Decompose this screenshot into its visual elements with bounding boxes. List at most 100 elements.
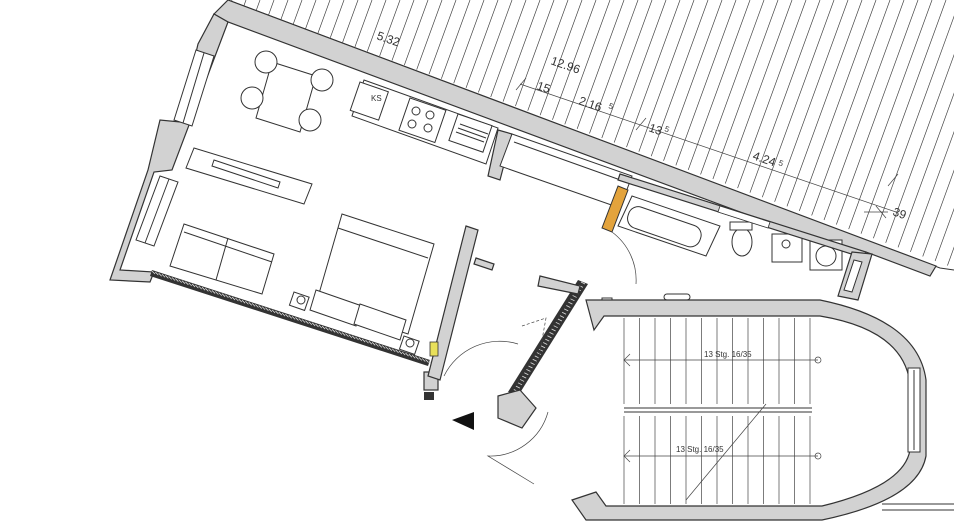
fridge-label: KS xyxy=(371,94,382,103)
wall-hatch-mark xyxy=(368,340,373,345)
terrace-hatch-line xyxy=(867,0,954,268)
wall-hatch-mark xyxy=(251,303,256,307)
wall-hatch-mark xyxy=(285,313,289,318)
dimension-label-6: 4.24 xyxy=(751,149,778,170)
wall-hatch-mark xyxy=(401,351,406,356)
wall-hatch-mark xyxy=(211,290,216,294)
wall-hatch-mark xyxy=(580,281,586,285)
dimension-label-7: 39 xyxy=(891,205,908,223)
wall-hatch-mark xyxy=(288,314,293,319)
terrace-hatch-line xyxy=(881,0,954,268)
bathroom-small-vent xyxy=(663,293,691,301)
wardrobe-inner-line xyxy=(513,141,627,183)
wall-hatch-mark xyxy=(225,294,229,299)
wall-hatch-mark xyxy=(241,299,246,304)
wall-hatch-mark xyxy=(221,293,226,297)
bathtub xyxy=(617,195,721,257)
wall-hatch-mark xyxy=(530,362,535,365)
wall-hatch-mark xyxy=(268,308,273,313)
wall-hatch-mark xyxy=(291,316,296,320)
stairwell-window xyxy=(907,367,921,453)
wall-hatch-mark xyxy=(261,306,266,310)
wall-hatch-mark xyxy=(171,277,176,281)
terrace-hatch-line xyxy=(657,0,779,268)
wall-hatch-mark xyxy=(358,337,363,342)
partition-wall xyxy=(427,225,479,381)
wall-hatch-mark xyxy=(348,334,353,339)
wall-hatch-mark xyxy=(231,296,236,301)
wall-hatch-mark xyxy=(515,385,521,389)
terrace-hatch-line xyxy=(783,0,905,268)
wall-hatch-mark xyxy=(351,335,356,340)
radiator-marker xyxy=(429,341,439,357)
wall-hatch-mark xyxy=(191,283,196,288)
dimension-label-3: 15 xyxy=(535,79,552,97)
wall-hatch-mark xyxy=(549,332,554,335)
terrace-hatch-line xyxy=(853,0,954,268)
wall-hatch-mark xyxy=(238,298,243,303)
wall-hatch-mark xyxy=(305,320,309,324)
wall-hatch-mark xyxy=(315,323,319,328)
bathroom-door-swing xyxy=(611,231,637,285)
stairwell xyxy=(571,299,927,521)
dining-table xyxy=(240,50,334,133)
wall-hatch-mark xyxy=(385,346,389,350)
wall-hatch-mark xyxy=(524,372,529,376)
wall-hatch-mark xyxy=(338,331,343,335)
terrace-hatch-line xyxy=(769,0,891,268)
wall-hatch-mark xyxy=(361,338,366,343)
wall-hatch-mark xyxy=(522,375,527,379)
dimension-label-1: 5.32 xyxy=(375,29,402,50)
wall-hatch-mark xyxy=(208,289,212,293)
wall-hatch-mark xyxy=(534,355,539,359)
wall-hatch-mark xyxy=(415,356,419,360)
wall-hatch-mark xyxy=(528,365,533,369)
washbasin xyxy=(771,233,803,263)
bathroom-window xyxy=(843,259,863,293)
wall-hatch-mark xyxy=(418,357,423,361)
wall-hatch-mark xyxy=(185,281,189,286)
wall-hatch-mark xyxy=(566,305,571,308)
terrace-hatch-line xyxy=(713,0,835,268)
wall-hatch-mark xyxy=(168,276,172,280)
wall-hatch-mark xyxy=(218,292,223,296)
terrace-hatch-line xyxy=(685,0,807,268)
wall-hatch-mark xyxy=(181,280,186,285)
wall-hatch-mark xyxy=(271,309,276,314)
wall-hatch-mark xyxy=(538,348,544,352)
nightstand-left xyxy=(288,291,310,312)
wall-hatch-mark xyxy=(526,369,531,372)
terrace-hatch-line xyxy=(923,0,954,268)
wall-hatch-mark xyxy=(551,328,556,332)
wall-hatch-mark xyxy=(161,273,166,278)
wall-hatch-mark xyxy=(355,336,359,341)
wall-hatch-mark xyxy=(570,298,575,302)
door-jamb xyxy=(497,389,537,429)
wall-hatch-mark xyxy=(517,382,523,386)
dimension-label-5: 13 xyxy=(647,121,664,139)
wall-hatch-mark xyxy=(564,308,569,312)
wall-hatch-mark xyxy=(543,342,548,345)
wall-hatch-mark xyxy=(295,317,299,321)
entrance-arrow-icon xyxy=(452,412,474,430)
wall-hatch-mark xyxy=(165,275,169,279)
wall-hatch-mark xyxy=(235,297,239,302)
wall-hatch-mark xyxy=(275,310,279,315)
fridge xyxy=(349,81,390,121)
window-left-upper xyxy=(173,49,215,127)
wall-hatch-mark xyxy=(198,285,202,290)
wall-hatch-mark xyxy=(335,330,339,334)
wall-hatch-mark xyxy=(395,349,399,354)
wall-hatch-mark xyxy=(318,324,323,329)
wall-hatch-mark xyxy=(331,329,336,333)
wall-hatch-mark xyxy=(151,270,156,275)
terrace-hatch-line xyxy=(741,0,863,268)
wall-hatch-mark xyxy=(371,341,376,346)
wall-hatch-mark xyxy=(388,347,393,351)
sink xyxy=(448,113,493,153)
wall-hatch-mark xyxy=(561,311,567,315)
terrace-hatch-line xyxy=(839,0,954,268)
dimension-lines xyxy=(515,77,899,219)
wall-hatch-mark xyxy=(205,287,209,292)
